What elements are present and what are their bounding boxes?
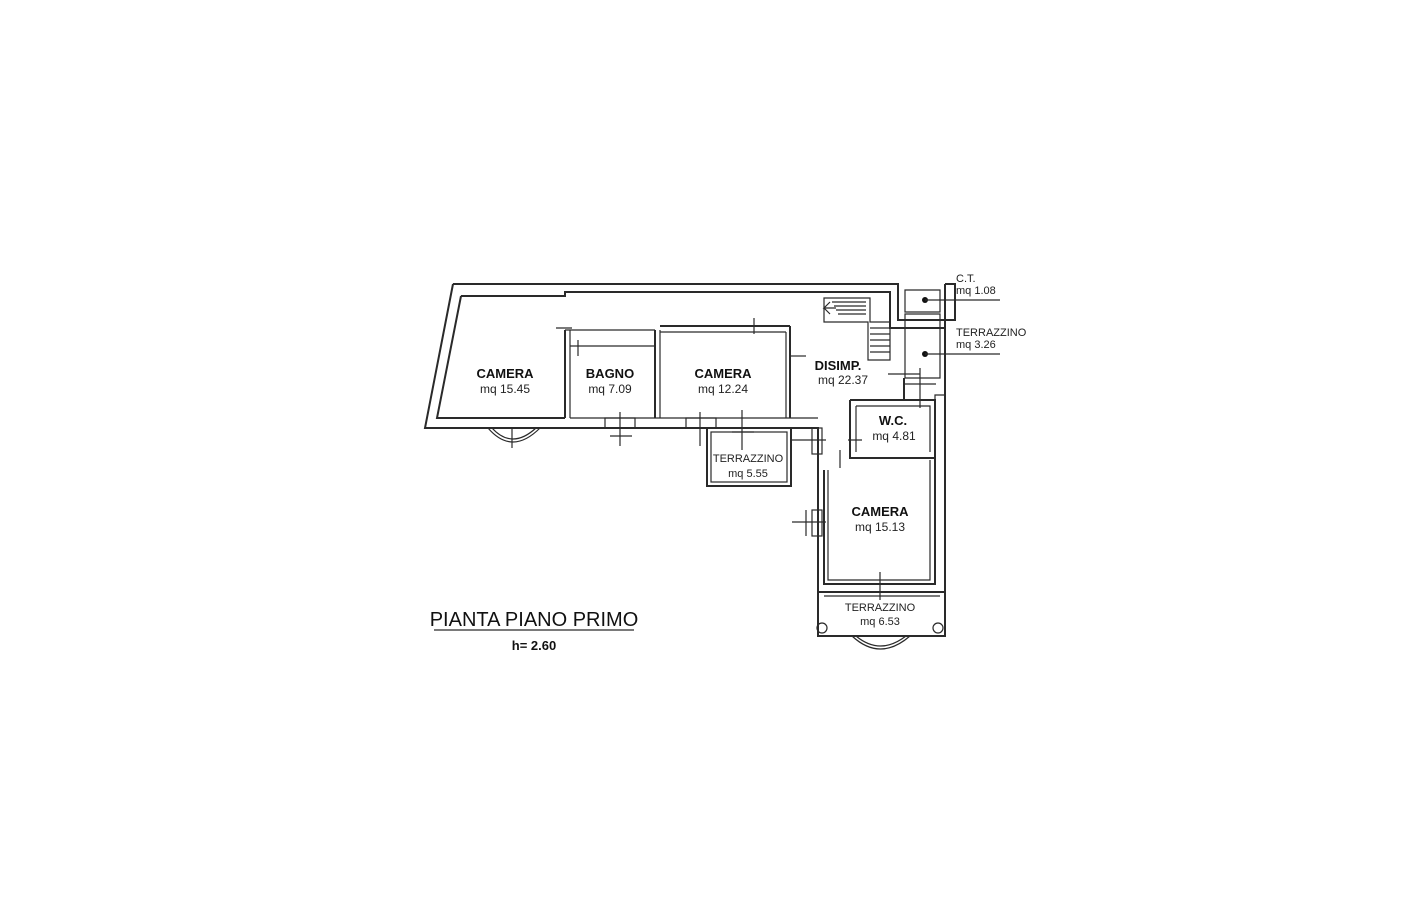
bagno-name: BAGNO bbox=[586, 366, 634, 381]
camera2-area: mq 12.24 bbox=[698, 382, 748, 396]
camera2-name: CAMERA bbox=[694, 366, 752, 381]
camera1-area: mq 15.45 bbox=[480, 382, 530, 396]
bagno-area: mq 7.09 bbox=[588, 382, 632, 396]
terrazzino-2-box bbox=[816, 591, 945, 650]
ct-area: mq 1.08 bbox=[956, 285, 996, 297]
plan-title: PIANTA PIANO PRIMO bbox=[430, 609, 639, 631]
window-markers bbox=[556, 318, 936, 600]
annotation-leaders bbox=[922, 297, 1000, 357]
plan-height-label: h= 2.60 bbox=[512, 638, 556, 653]
wc-name: W.C. bbox=[879, 413, 907, 428]
terrazzino2-name: TERRAZZINO bbox=[845, 602, 916, 614]
terrazzino2-area: mq 6.53 bbox=[860, 616, 900, 628]
ct-name: C.T. bbox=[956, 273, 976, 285]
camera3-name: CAMERA bbox=[851, 504, 909, 519]
camera3-area: mq 15.13 bbox=[855, 520, 905, 534]
camera1-name: CAMERA bbox=[476, 366, 534, 381]
terrazzino3-name: TERRAZZINO bbox=[956, 327, 1027, 339]
bay-window-camera1 bbox=[487, 427, 541, 448]
terrazzino3-area: mq 3.26 bbox=[956, 339, 996, 351]
interior-walls bbox=[564, 289, 945, 585]
terrazzino1-name: TERRAZZINO bbox=[713, 453, 784, 465]
outer-walls bbox=[423, 283, 956, 637]
wc-area: mq 4.81 bbox=[872, 429, 916, 443]
terrazzino1-area: mq 5.55 bbox=[728, 468, 768, 480]
disimp-area: mq 22.37 bbox=[818, 373, 868, 387]
disimp-name: DISIMP. bbox=[815, 358, 862, 373]
